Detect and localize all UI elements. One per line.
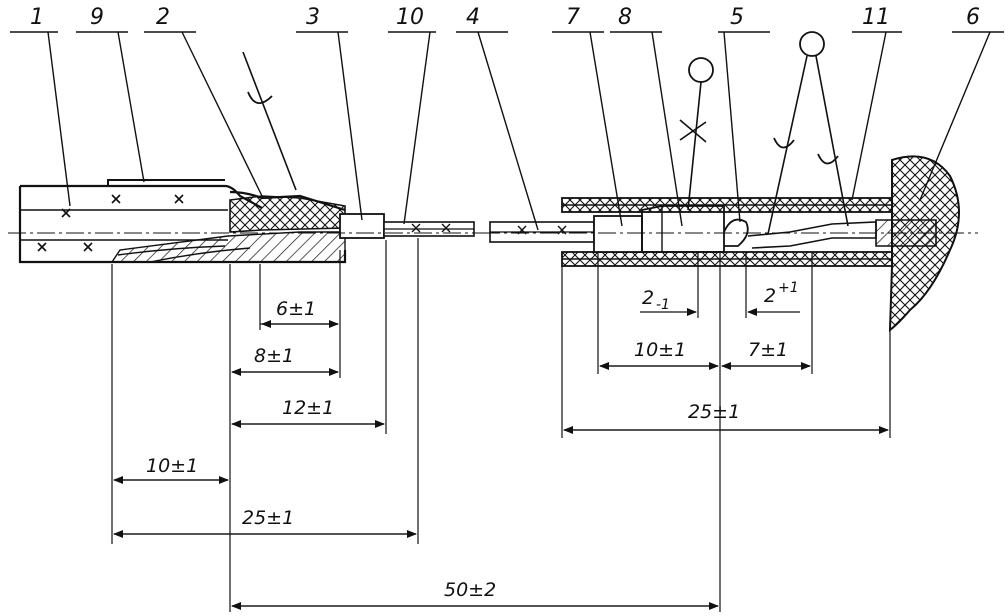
right-dimensions: 2 -1 2 +1 10±1 7±1 25±1 <box>561 252 891 612</box>
dim-6: 6±1 <box>276 298 316 320</box>
tol-minus-sub: -1 <box>656 297 670 313</box>
dim-12: 12±1 <box>282 397 334 419</box>
dim-10-left: 10±1 <box>146 455 198 477</box>
callout-1: 1 <box>30 5 44 30</box>
callout-2: 2 <box>156 5 170 30</box>
callout-4: 4 <box>466 5 480 30</box>
callout-8: 8 <box>618 5 632 30</box>
dim-25-right: 25±1 <box>688 401 740 423</box>
left-cable-end <box>8 51 485 264</box>
dim-50: 50±2 <box>444 579 496 601</box>
tol-plus: 2 <box>764 285 776 307</box>
callout-5: 5 <box>730 5 744 30</box>
right-connector <box>482 31 978 333</box>
callout-11: 11 <box>862 5 890 30</box>
sheath-cross-marks <box>37 194 184 252</box>
callout-6: 6 <box>966 5 980 30</box>
callout-9: 9 <box>90 5 104 30</box>
dim-25-left: 25±1 <box>242 507 294 529</box>
tol-minus: 2 <box>642 287 654 309</box>
dim-8: 8±1 <box>254 345 294 367</box>
dim-7: 7±1 <box>748 339 788 361</box>
left-dimensions: 6±1 8±1 12±1 10±1 25±1 50±2 <box>111 238 719 612</box>
callout-3: 3 <box>306 5 320 30</box>
callout-7: 7 <box>566 5 580 30</box>
callout-10: 10 <box>396 5 424 30</box>
tol-plus-sup: +1 <box>778 280 799 296</box>
dim-10-right: 10±1 <box>634 339 686 361</box>
callouts: 1 9 2 3 10 4 7 8 5 11 6 <box>10 5 1004 231</box>
